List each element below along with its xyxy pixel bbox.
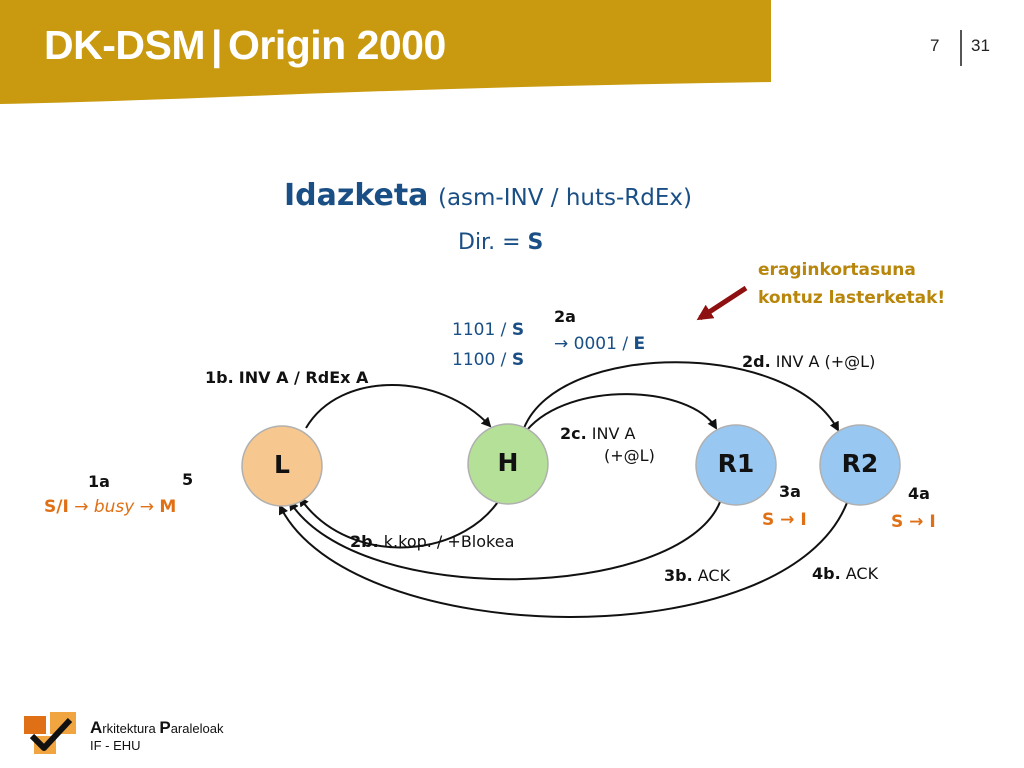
warn-line-1: eraginkortasuna bbox=[758, 260, 916, 280]
label-4b: 4b. ACK bbox=[812, 564, 879, 583]
label-2d: 2d. INV A (+@L) bbox=[742, 352, 876, 371]
race-warning-note: eraginkortasuna kontuz lasterketak! bbox=[758, 256, 945, 312]
dir-code-1100: 1100 / S bbox=[452, 350, 525, 370]
arrow-2d bbox=[523, 361, 839, 432]
node-H-label: H bbox=[497, 448, 519, 477]
state-L-transition: S/I → busy → M bbox=[44, 497, 177, 517]
page-total: 31 bbox=[971, 36, 990, 55]
label-2c-target: (+@L) bbox=[604, 446, 655, 465]
title-left: DK-DSM bbox=[44, 22, 205, 68]
warning-arrow bbox=[696, 285, 748, 321]
state-R1-transition: S → I bbox=[762, 510, 807, 530]
node-R1 bbox=[695, 424, 777, 506]
page-separator bbox=[960, 30, 962, 66]
heading-subtitle: (asm-INV / huts-RdEx) bbox=[437, 185, 692, 211]
state-R2-transition: S → I bbox=[891, 512, 936, 532]
label-3b: 3b. ACK bbox=[664, 566, 731, 585]
label-2a: 2a bbox=[554, 307, 576, 326]
footer-brand: Arkitektura Paraleloak bbox=[90, 718, 224, 737]
footer-org: IF - EHU bbox=[90, 738, 141, 753]
arrow-4b bbox=[279, 499, 849, 618]
node-H bbox=[467, 423, 549, 505]
label-1b: 1b. INV A / RdEx A bbox=[205, 368, 369, 387]
label-3a: 3a bbox=[779, 482, 801, 501]
diagram-heading: Idazketa (asm-INV / huts-RdEx) bbox=[284, 178, 692, 213]
dir-value: S bbox=[527, 230, 544, 255]
arrow-3b bbox=[288, 500, 721, 581]
label-1a: 1a bbox=[88, 472, 110, 491]
title-right: Origin 2000 bbox=[227, 22, 446, 68]
node-L-label: L bbox=[274, 450, 290, 479]
header-banner bbox=[0, 0, 771, 104]
dir-code-1101: 1101 / S bbox=[452, 320, 525, 340]
checkmark-logo-icon bbox=[24, 712, 76, 754]
node-L bbox=[241, 425, 323, 507]
warn-line-2: kontuz lasterketak! bbox=[758, 288, 946, 308]
directory-state: Dir. = S bbox=[458, 230, 543, 255]
arrow-2b bbox=[298, 489, 506, 549]
dir-label: Dir. = bbox=[458, 230, 528, 255]
page-current: 7 bbox=[930, 36, 940, 55]
arrow-2c bbox=[526, 393, 718, 431]
title-separator: | bbox=[210, 22, 222, 68]
node-R2 bbox=[819, 424, 901, 506]
heading-title: Idazketa bbox=[284, 178, 429, 213]
slide-title: DK-DSM|Origin 2000 bbox=[44, 22, 446, 69]
label-5: 5 bbox=[182, 470, 194, 489]
node-R2-label: R2 bbox=[841, 449, 879, 478]
dir-code-new: → 0001 / E bbox=[554, 334, 646, 354]
label-2c: 2c. INV A bbox=[560, 424, 636, 443]
label-2b: 2b. k.kop. / +Blokea bbox=[350, 532, 515, 551]
label-4a: 4a bbox=[908, 484, 930, 503]
arrow-1b bbox=[305, 384, 492, 429]
node-R1-label: R1 bbox=[717, 449, 755, 478]
